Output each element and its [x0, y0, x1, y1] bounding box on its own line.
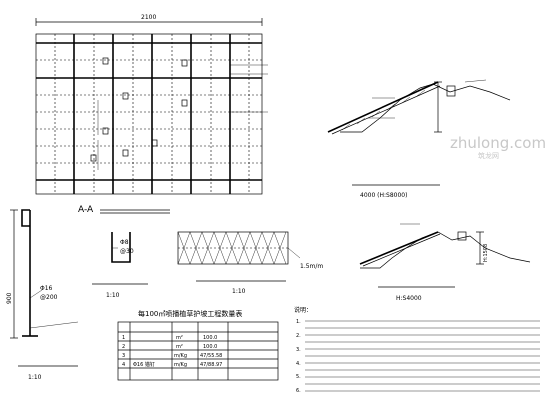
anchor-spacing: @200	[40, 294, 58, 301]
anchor-detail: 900 Φ16 @200 1:10	[6, 209, 79, 381]
mesh-detail: 1.5m/m 1:10	[177, 231, 323, 295]
note-item: 1.	[296, 319, 301, 325]
svg-text:m²: m²	[176, 344, 183, 350]
mesh-lattice	[177, 231, 288, 265]
notes: 说明： 1. 2. 3. 4. 5. 6.	[294, 306, 540, 394]
section1-scale: 4000 (H:S8000)	[360, 192, 407, 199]
svg-text:100.0: 100.0	[203, 344, 217, 350]
table-row: 4 Φ16 锚钉 m/Kg 47/88.97	[122, 361, 222, 368]
mesh-spec: 1.5m/m	[300, 263, 323, 270]
u-anchors	[90, 57, 188, 162]
u-nail-detail: Φ8 @30 1:10	[92, 232, 148, 299]
note-item: 4.	[296, 361, 301, 367]
watermark-sub: 筑龙网	[478, 151, 499, 160]
mesh-scale: 1:10	[232, 288, 246, 295]
width-dim: 2100	[141, 14, 156, 21]
anchor-scale: 1:10	[28, 374, 42, 381]
section2-scale: H:S4000	[396, 295, 422, 302]
svg-text:3: 3	[122, 353, 125, 359]
u-nail-scale: 1:10	[106, 292, 120, 299]
quantity-table: 每100㎡喷播植草护坡工程数量表 1 m² 100.0 2 m² 100.0 3…	[117, 309, 279, 381]
svg-text:4: 4	[122, 362, 125, 368]
watermark-text: zhulong.com	[450, 134, 546, 152]
notes-heading: 说明：	[294, 306, 312, 314]
svg-text:m/Kg: m/Kg	[174, 362, 187, 368]
table-row: 2 m² 100.0	[122, 344, 217, 350]
slope-section-1: 4000 (H:S8000)	[327, 79, 511, 199]
front-elevation: 2100	[35, 14, 268, 215]
table-row: 3 m/Kg 47/55.58	[122, 353, 222, 359]
svg-text:1: 1	[122, 335, 125, 341]
svg-text:Φ16 锚钉: Φ16 锚钉	[133, 361, 155, 368]
svg-text:47/88.97: 47/88.97	[200, 362, 222, 368]
slope-section-2: H:1508 H:S4000	[359, 223, 531, 302]
table-row: 1 m² 100.0	[122, 335, 217, 341]
note-item: 3.	[296, 347, 301, 353]
note-item: 6.	[296, 388, 301, 394]
u-nail-spacing: @30	[120, 248, 134, 255]
svg-text:100.0: 100.0	[203, 335, 217, 341]
u-nail-label: Φ8	[120, 239, 129, 246]
section-mark: A-A	[78, 205, 94, 215]
svg-text:47/55.58: 47/55.58	[200, 353, 222, 359]
svg-text:2: 2	[122, 344, 125, 350]
section2-dim: H:1508	[483, 244, 489, 262]
svg-text:m/Kg: m/Kg	[174, 353, 187, 359]
table-title: 每100㎡喷播植草护坡工程数量表	[138, 309, 242, 318]
note-item: 2.	[296, 333, 301, 339]
anchor-label: Φ16	[40, 285, 53, 292]
anchor-dim: 900	[6, 292, 13, 304]
note-item: 5.	[296, 374, 301, 380]
mesh-dots	[36, 34, 262, 194]
svg-text:m²: m²	[176, 335, 183, 341]
watermark: zhulong.com 筑龙网	[450, 134, 546, 160]
